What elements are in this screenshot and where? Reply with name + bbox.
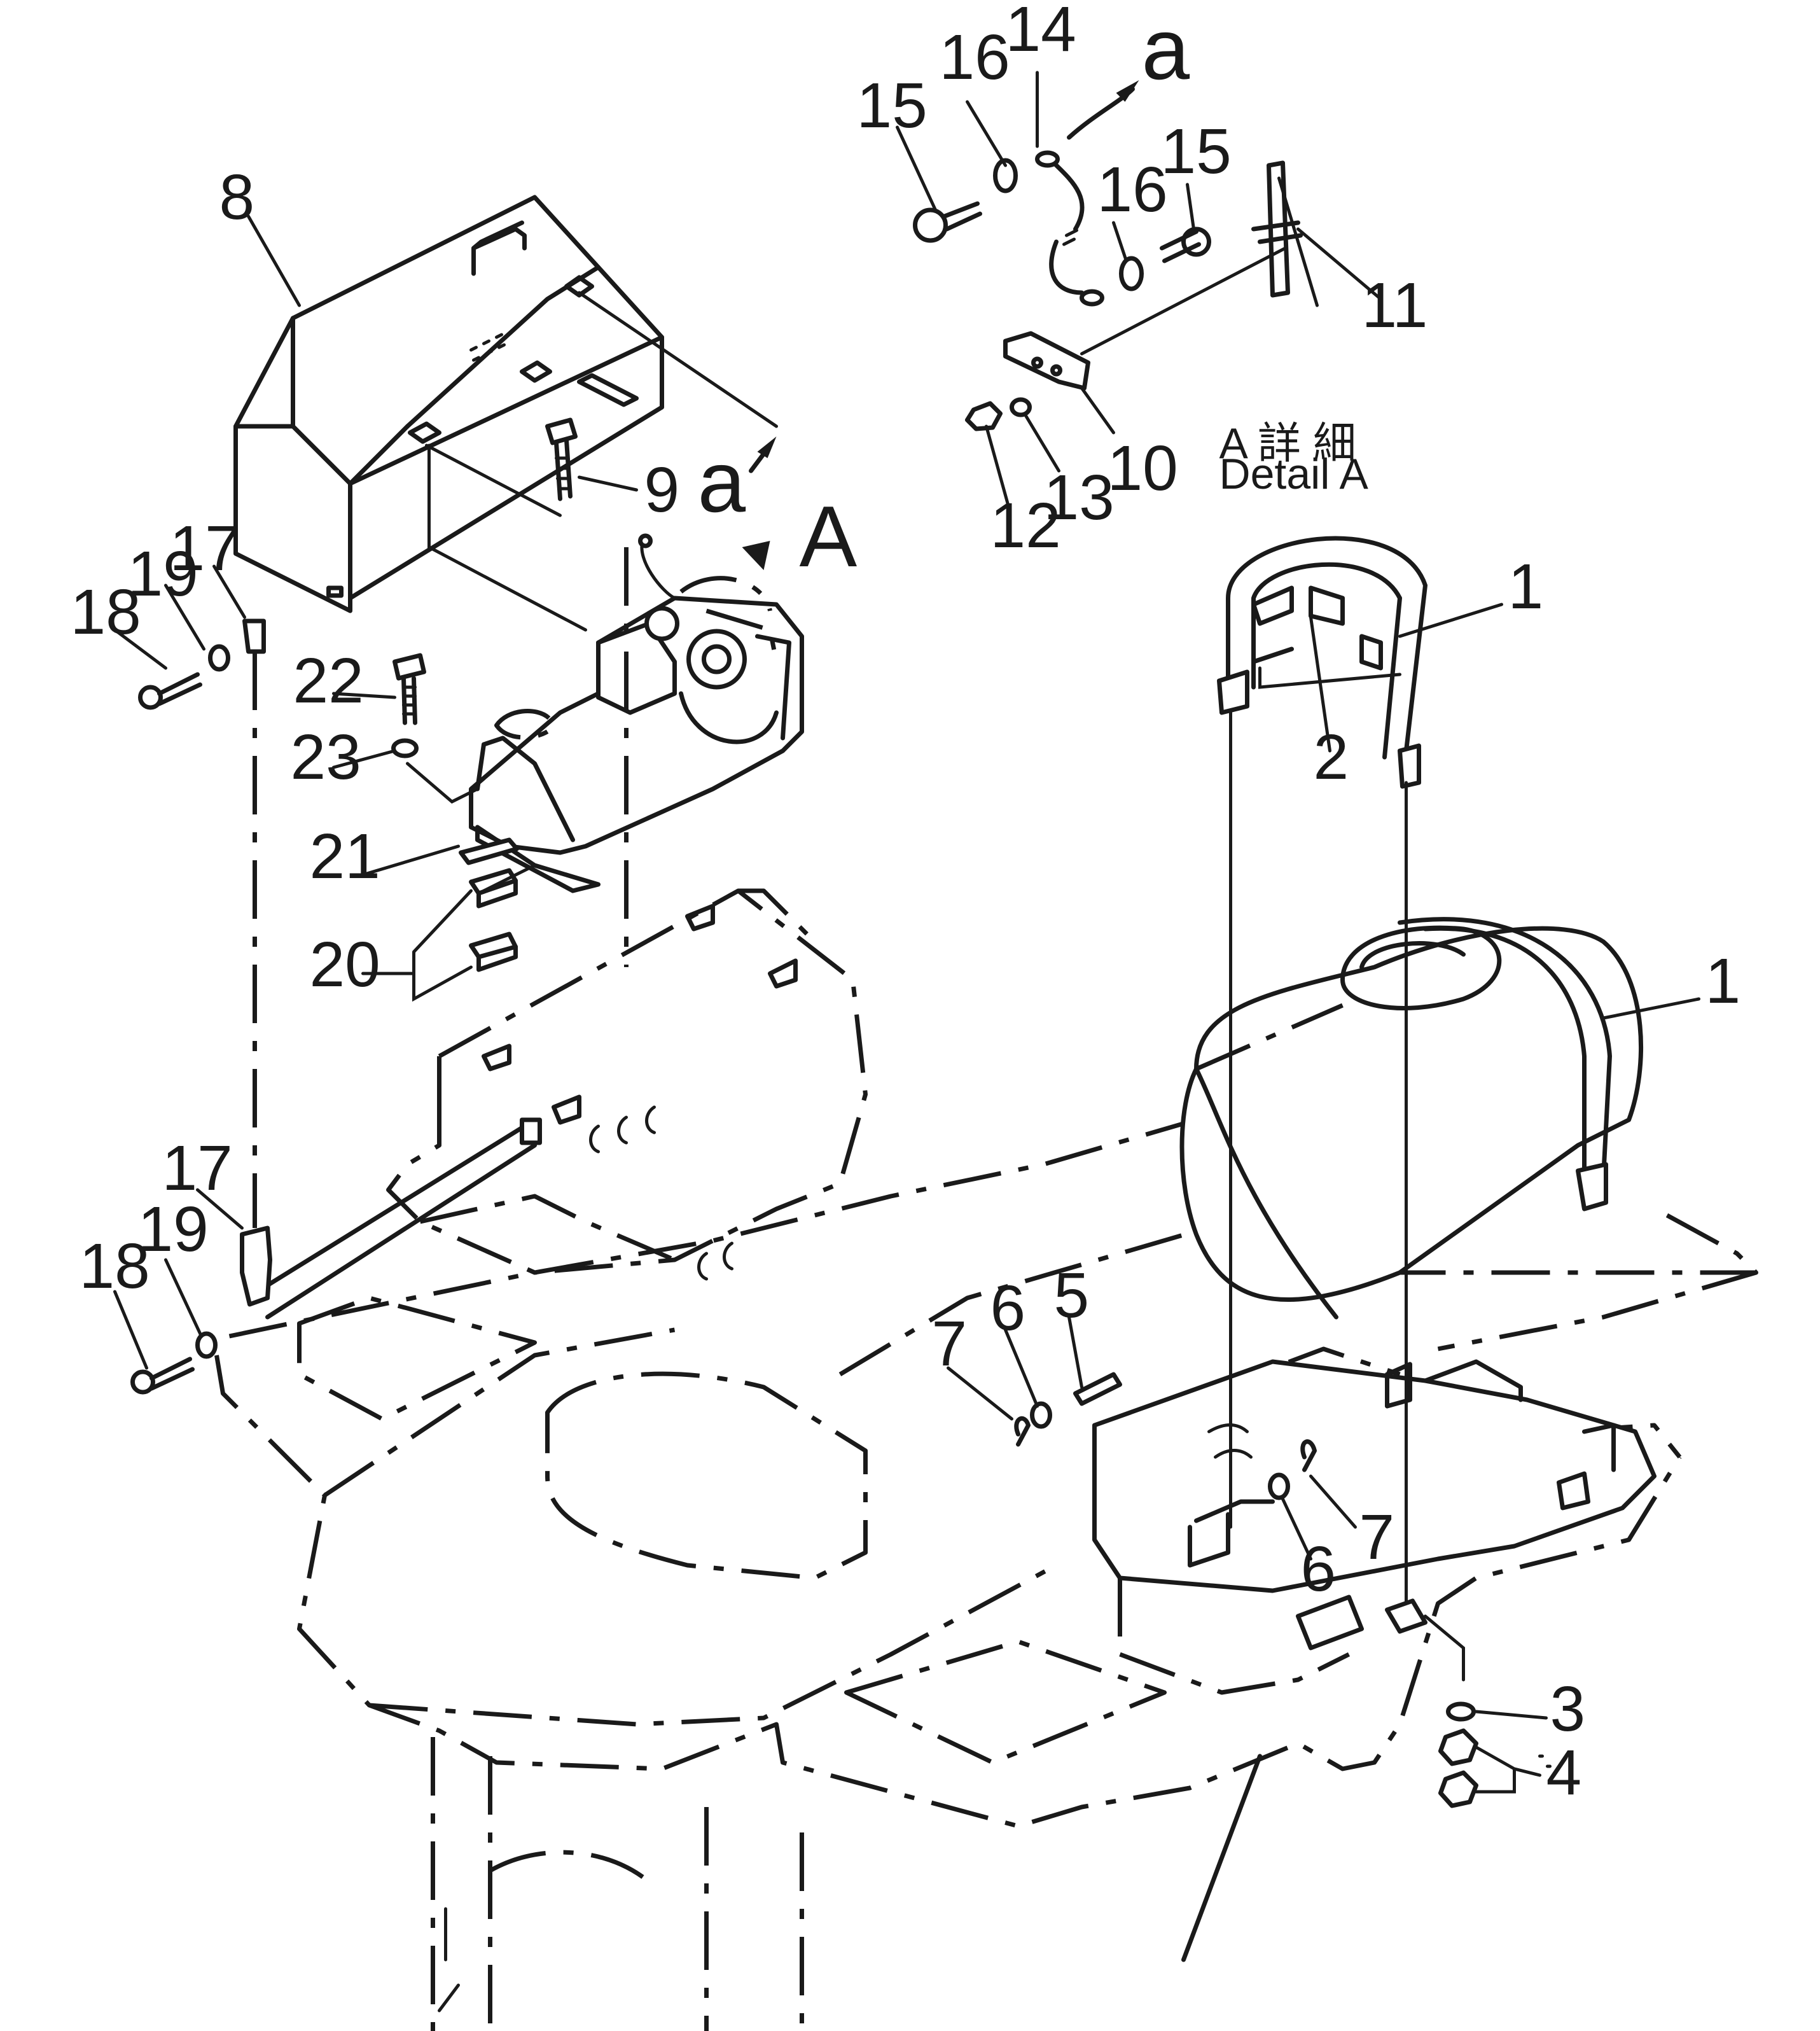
- hardware-right: [1014, 1372, 1552, 1808]
- detail-hardware: [742, 80, 1319, 570]
- callout-21: 21: [310, 821, 380, 892]
- view-a-marker: A: [800, 488, 858, 585]
- callout-9: 9: [644, 454, 680, 526]
- callout-6-right: 6: [1301, 1533, 1337, 1605]
- engine-cover: [233, 195, 778, 632]
- callout-13: 13: [1044, 462, 1115, 533]
- callout-4: 4: [1546, 1737, 1582, 1808]
- callout-19-bottom: 19: [138, 1194, 209, 1265]
- callout-8: 8: [219, 162, 255, 233]
- ref-a-cover: a: [698, 433, 746, 530]
- tank-assembly: [1092, 536, 1657, 1682]
- callout-14: 14: [1006, 0, 1076, 65]
- callout-5: 5: [1054, 1260, 1090, 1331]
- callout-20: 20: [310, 929, 380, 1000]
- callout-3: 3: [1550, 1673, 1586, 1745]
- hardware-left: [130, 417, 629, 1395]
- callout-17-top: 17: [170, 513, 240, 584]
- detail-a-label-jp: A 詳 細: [1219, 419, 1356, 468]
- callout-11: 11: [1362, 270, 1428, 341]
- callout-labels: 1 1 2 3 4 5 6 6 7 7 8 9 10 11 12 13 14 1…: [71, 0, 1741, 1808]
- callout-18-top: 18: [71, 576, 141, 648]
- ref-a-top: a: [1142, 1, 1190, 97]
- callout-7-left: 7: [932, 1308, 968, 1379]
- callout-1-strap: 1: [1508, 551, 1544, 622]
- engine-unit: [469, 533, 804, 893]
- callout-15-right: 15: [1161, 116, 1232, 187]
- callout-18-bottom: 18: [80, 1231, 150, 1302]
- callout-12: 12: [990, 490, 1061, 561]
- callout-1-tank-strap: 1: [1705, 946, 1741, 1017]
- leader-lines: [113, 71, 1700, 1794]
- callout-17-bottom: 17: [162, 1133, 233, 1204]
- callout-19-top: 19: [128, 538, 198, 610]
- callout-16-left: 16: [940, 22, 1010, 93]
- callout-22: 22: [293, 645, 364, 716]
- callout-7-right: 7: [1359, 1502, 1395, 1573]
- callout-10: 10: [1108, 433, 1178, 504]
- callout-6-left: 6: [990, 1273, 1026, 1344]
- callout-15-left: 15: [857, 70, 927, 141]
- callout-2: 2: [1314, 722, 1349, 793]
- callout-23: 23: [291, 722, 361, 793]
- detail-a-label-en: Detail A: [1219, 450, 1369, 498]
- callout-16-right: 16: [1097, 154, 1168, 225]
